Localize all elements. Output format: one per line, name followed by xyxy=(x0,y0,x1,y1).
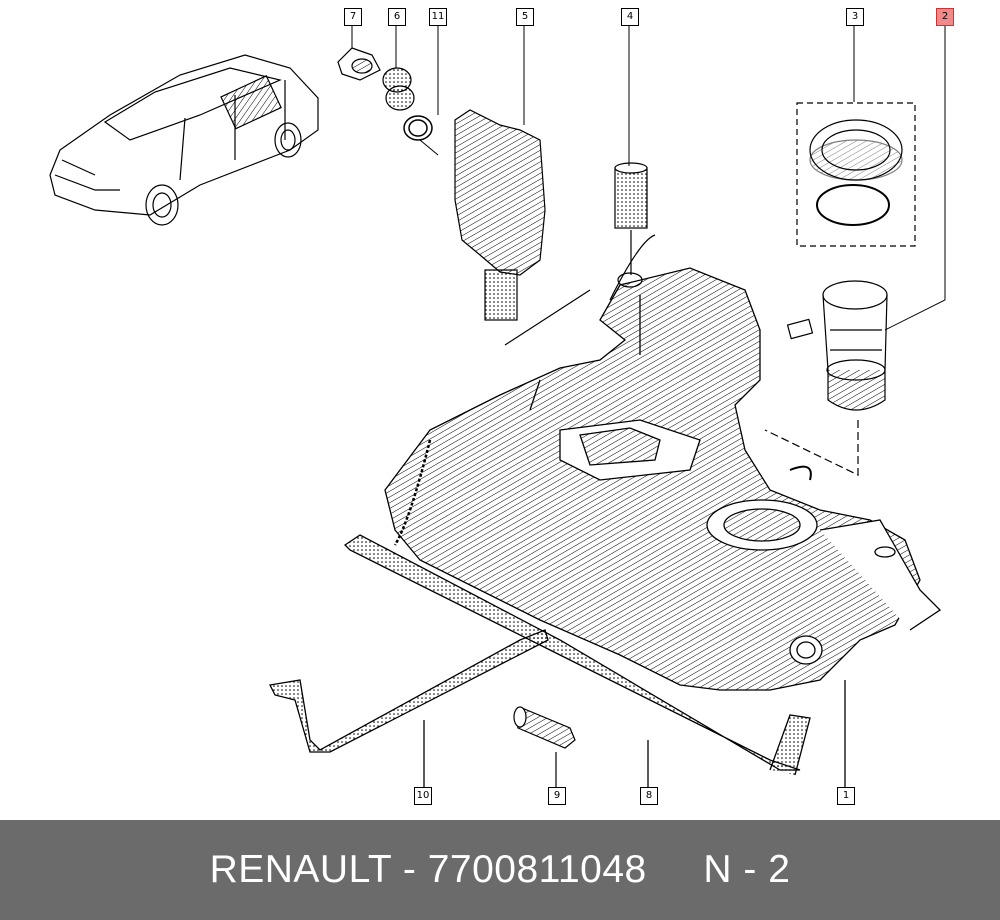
valve-part-7 xyxy=(337,47,381,81)
vehicle-location-illustration xyxy=(49,54,319,226)
tank-strap-part-10 xyxy=(269,629,549,788)
brand-name: RENAULT xyxy=(209,848,392,891)
fuel-tank-part-1 xyxy=(384,267,942,790)
callout-11: 11 xyxy=(429,8,447,26)
gauge-sender-part-4 xyxy=(609,162,656,301)
callout-leader-lines xyxy=(351,26,946,331)
callout-1: 1 xyxy=(837,787,855,805)
part-info-text: RENAULT - 7700811048 N - 2 xyxy=(0,848,1000,892)
callout-8: 8 xyxy=(640,787,658,805)
fuel-filter-part-9 xyxy=(513,706,576,788)
callout-5: 5 xyxy=(516,8,534,26)
fuel-pump-module-part-2 xyxy=(764,280,888,476)
exploded-parts-diagram xyxy=(49,26,946,790)
separator: - xyxy=(402,848,417,891)
tank-strap-part-8 xyxy=(343,534,811,788)
callout-4: 4 xyxy=(621,8,639,26)
diagram-position: N - 2 xyxy=(703,848,791,891)
callout-2-highlighted: 2 xyxy=(936,8,954,26)
callout-9: 9 xyxy=(548,787,566,805)
callout-7: 7 xyxy=(344,8,362,26)
part-number: 7700811048 xyxy=(427,848,647,891)
seal-ring-part-11 xyxy=(403,115,433,141)
callout-10: 10 xyxy=(414,787,432,805)
callout-6: 6 xyxy=(388,8,406,26)
filler-neck-part-5 xyxy=(454,109,591,346)
part-info-footer: RENAULT - 7700811048 N - 2 xyxy=(0,820,1000,920)
lock-ring-part-3 xyxy=(796,102,916,247)
callout-3: 3 xyxy=(846,8,864,26)
clip-part-6 xyxy=(382,67,415,111)
